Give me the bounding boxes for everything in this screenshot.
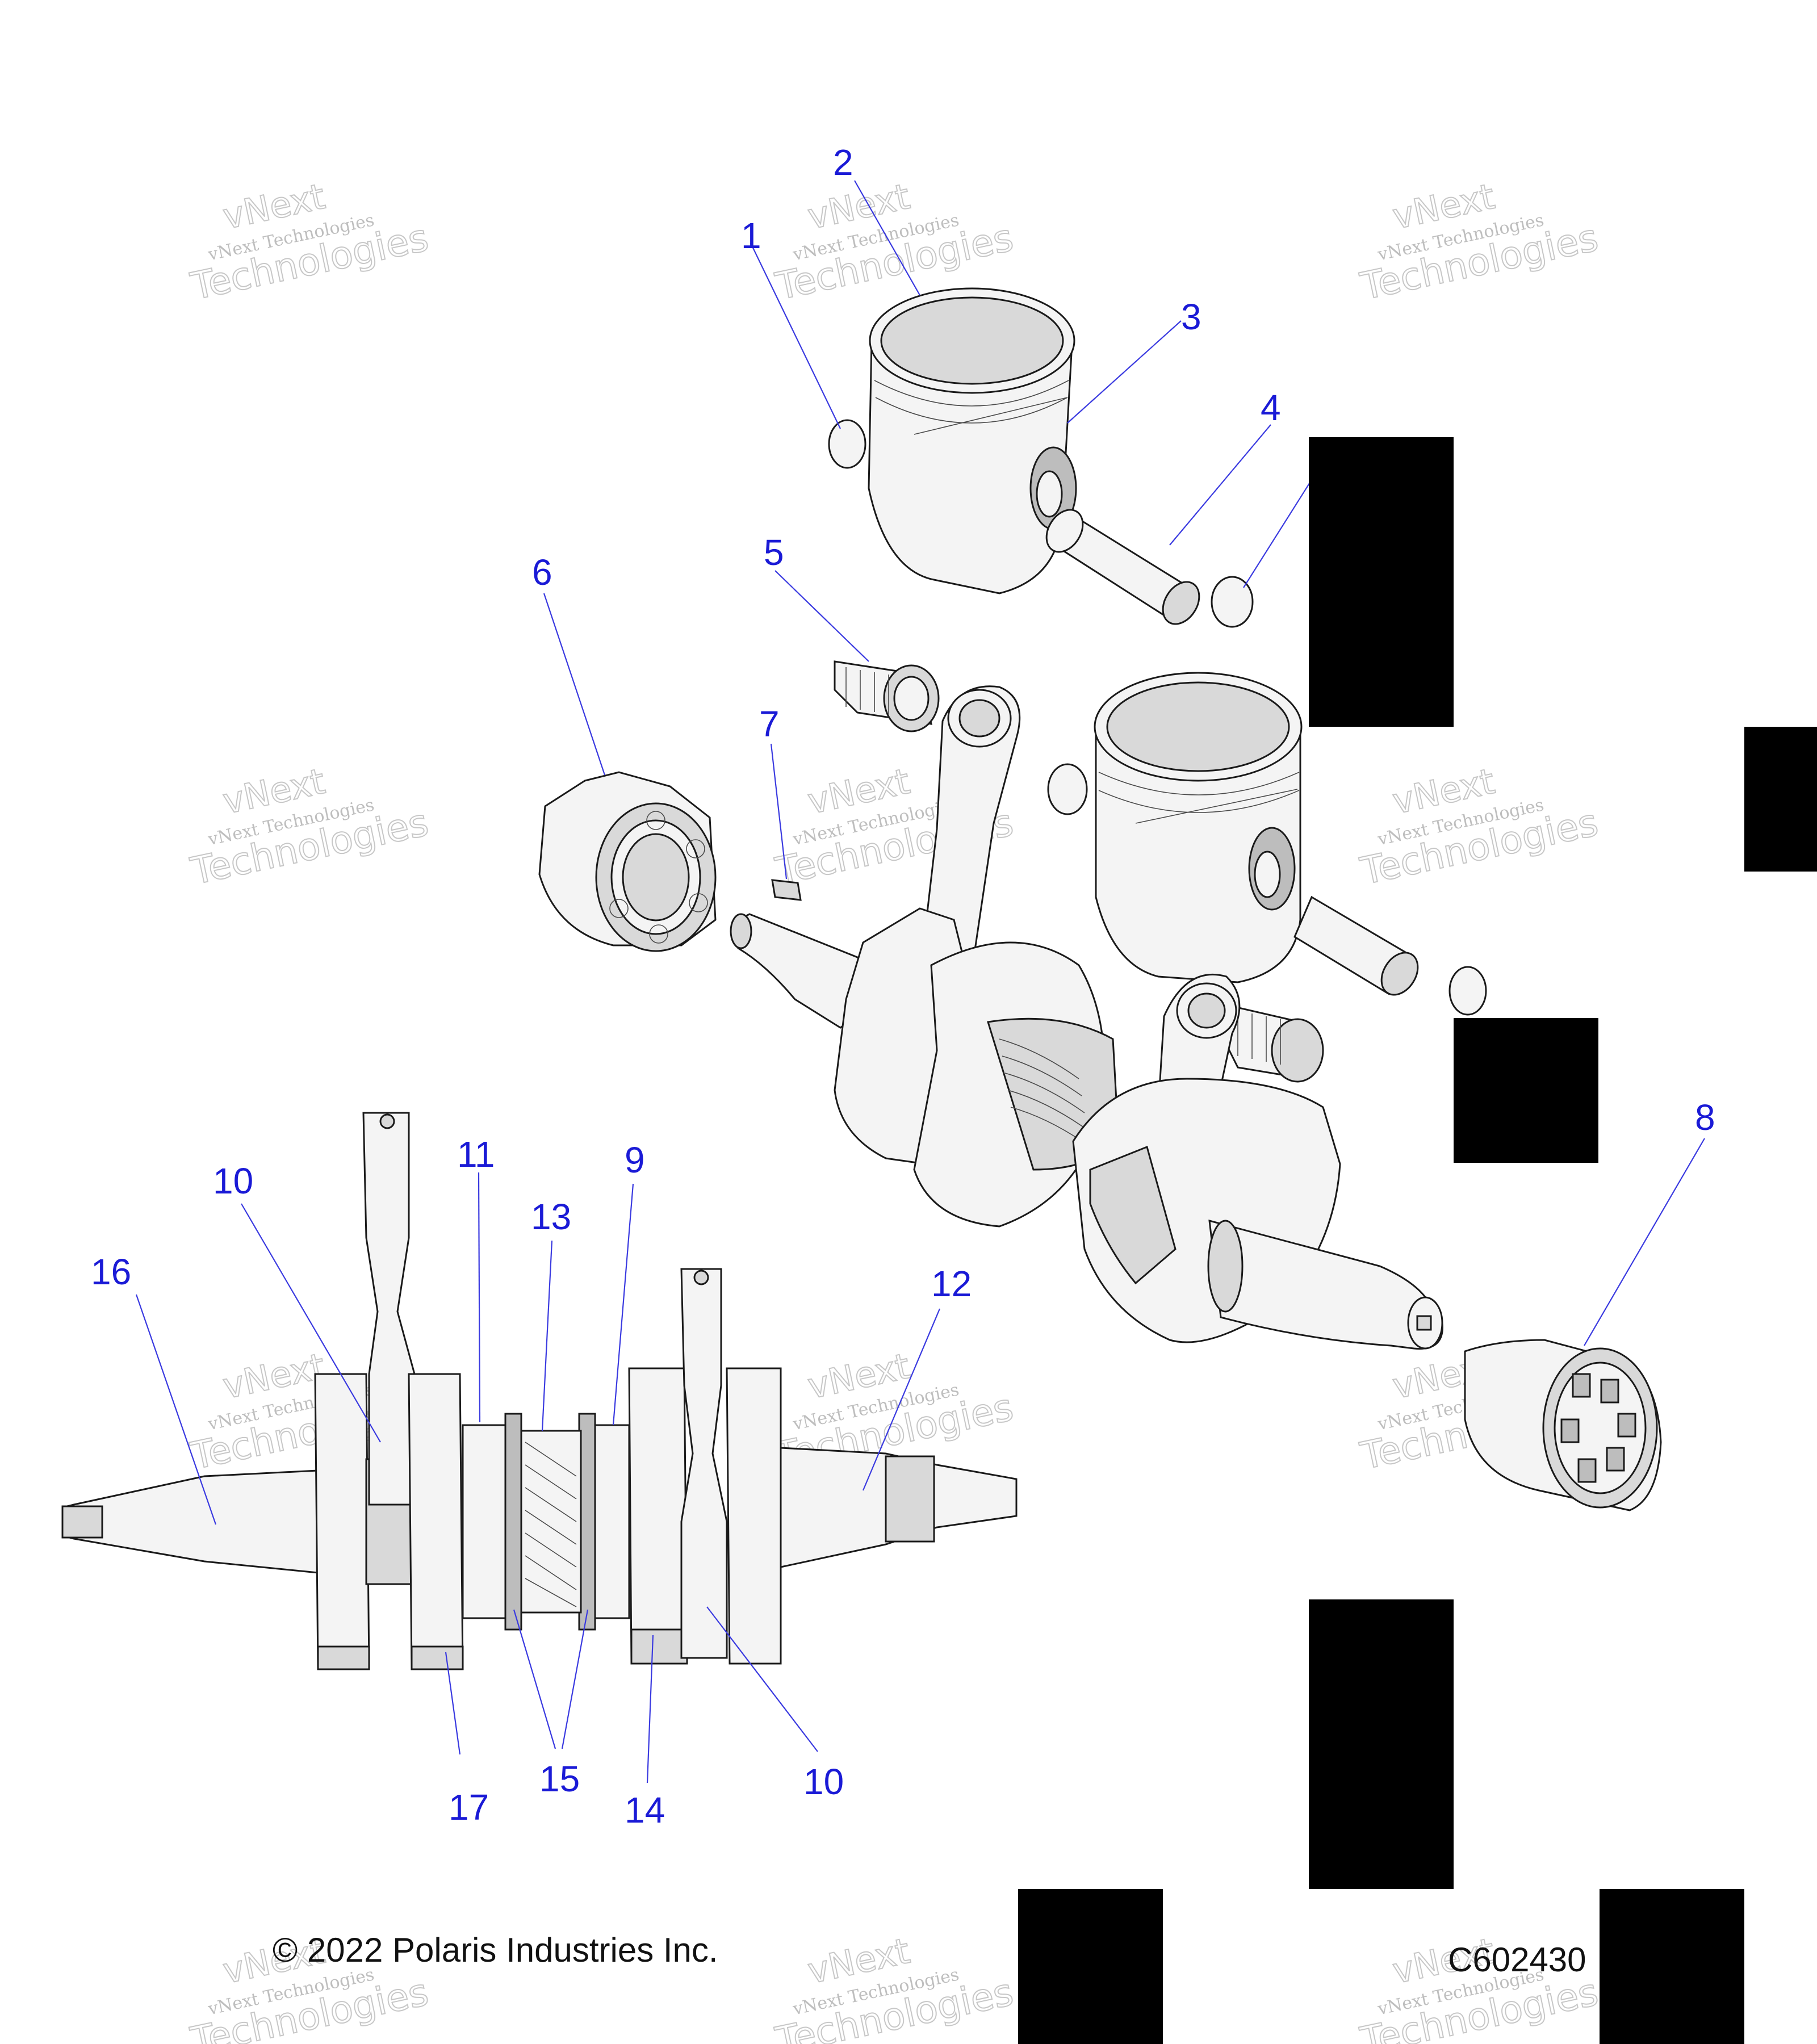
watermark: vNext vNext Technologies Technologies	[186, 760, 433, 894]
piston-upper	[868, 287, 1077, 594]
circlip-upper-right	[1211, 576, 1254, 628]
needle-bearing-lower	[1220, 1004, 1324, 1083]
callout-10-left: 10	[213, 1161, 253, 1201]
redaction-block	[1600, 1889, 1744, 2044]
redaction-block	[1744, 727, 1817, 872]
crankshaft-upper	[730, 907, 1443, 1350]
circlip-lower-left	[1047, 763, 1088, 815]
diagram-code: C602430	[1448, 1941, 1586, 1979]
callout-1: 1	[741, 215, 761, 256]
leader-lines	[135, 180, 1705, 1783]
callout-5: 5	[764, 532, 784, 573]
watermark: vNext vNext Technologies Technologies	[1356, 760, 1602, 894]
callout-12: 12	[931, 1263, 972, 1304]
callout-9: 9	[625, 1140, 645, 1180]
redaction-blocks	[1018, 437, 1817, 2044]
callout-6: 6	[532, 552, 552, 593]
callout-17: 17	[449, 1787, 489, 1828]
piston-lower	[1094, 672, 1303, 983]
callout-16: 16	[91, 1251, 131, 1292]
callout-8: 8	[1695, 1097, 1715, 1138]
watermark: vNext vNext Technologies Technologies	[771, 175, 1018, 309]
callout-4: 4	[1261, 387, 1281, 428]
crankshaft-side-view	[61, 1112, 1018, 1670]
roller-bearing	[1464, 1339, 1662, 1511]
watermark: vNext vNext Technologies Technologies	[771, 1929, 1018, 2044]
woodruff-key	[771, 879, 802, 901]
redaction-block	[1309, 1599, 1454, 1889]
piston-pin-upper	[1045, 509, 1200, 625]
callout-13: 13	[531, 1196, 571, 1237]
redaction-block	[1454, 1018, 1598, 1163]
callout-7: 7	[759, 703, 780, 744]
callout-15: 15	[539, 1758, 580, 1799]
callout-11: 11	[457, 1134, 495, 1175]
needle-bearing-upper	[834, 660, 940, 732]
redaction-block	[1018, 1889, 1163, 2044]
watermark: vNext vNext Technologies Technologies	[1356, 1929, 1602, 2044]
connecting-rod-upper	[919, 685, 1021, 978]
piston-pin-lower	[1293, 895, 1419, 996]
watermark: vNext vNext Technologies Technologies	[1356, 175, 1602, 309]
callout-labels: 1 2 3 4 5 6 7 8 9 10 11 12 13 14 15 16 1…	[91, 142, 1715, 1831]
callout-10-right: 10	[803, 1761, 844, 1802]
callout-2: 2	[833, 142, 853, 183]
redaction-block	[1309, 437, 1454, 727]
ball-bearing	[538, 771, 717, 952]
circlip-upper-left	[828, 419, 866, 469]
copyright-text: © 2022 Polaris Industries Inc.	[273, 1931, 718, 1969]
callout-14: 14	[625, 1790, 665, 1831]
callout-3: 3	[1181, 296, 1201, 337]
circlip-lower-right	[1448, 966, 1487, 1016]
watermark: vNext vNext Technologies Technologies	[186, 175, 433, 309]
